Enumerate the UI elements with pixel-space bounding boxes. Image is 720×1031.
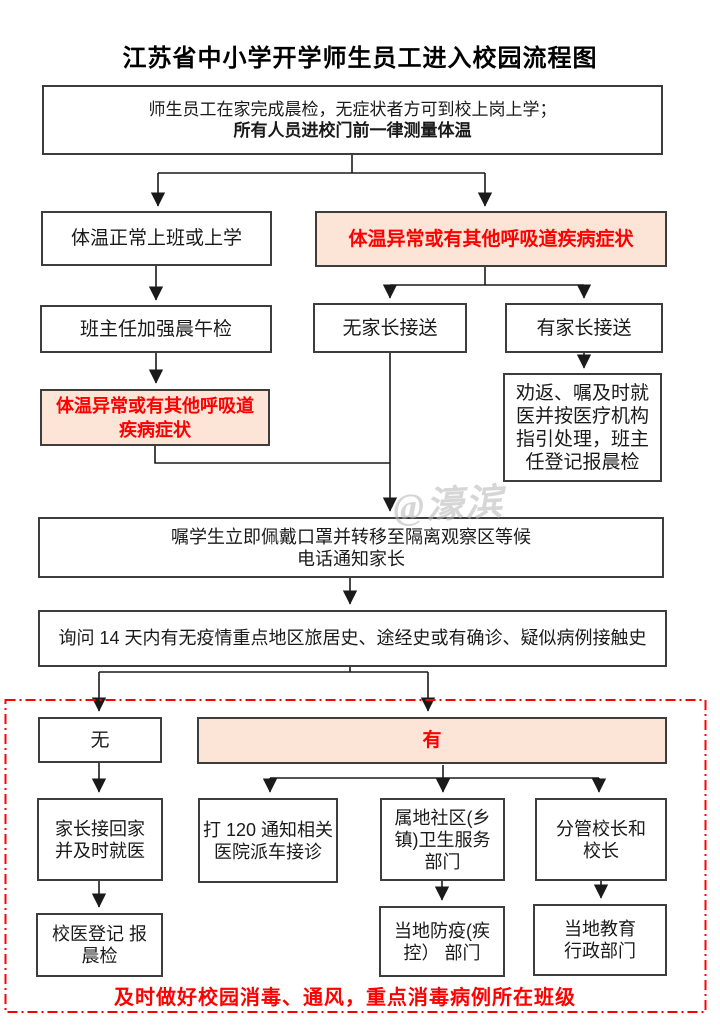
temp-abnormal-2-line-1: 体温异常或有其他呼吸道	[56, 395, 254, 416]
community-health-line-1: 属地社区(乡	[394, 807, 491, 828]
box-parent-pickup: 有家长接送	[505, 303, 663, 353]
box-temp-abnormal: 体温异常或有其他呼吸道疾病症状	[315, 211, 667, 267]
history-yes-label: 有	[422, 730, 442, 751]
box-vice-principal: 分管校长和 校长	[535, 798, 667, 881]
turn-back-line-2: 医并按医疗机构	[515, 405, 649, 427]
ask-history-label: 询问 14 天内有无疫情重点地区旅居史、途经史或有确诊、疑似病例接触史	[58, 628, 647, 648]
education-admin-line-2: 行政部门	[564, 941, 636, 961]
box-school-doctor-register: 校医登记 报 晨检	[36, 913, 163, 977]
box-history-yes: 有	[197, 717, 667, 764]
vice-principal-line-2: 校长	[583, 840, 619, 861]
history-no-label: 无	[90, 729, 110, 751]
emergency-zone-dashed-border	[4, 699, 707, 1013]
community-health-line-3: 部门	[424, 851, 461, 872]
temp-normal-label: 体温正常上班或上学	[70, 228, 242, 249]
disinfect-note: 及时做好校园消毒、通风，重点消毒病例所在班级	[114, 987, 576, 1009]
parent-take-home-line-1: 家长接回家	[55, 818, 145, 839]
morning-check-line-2: 所有人员进校门前一律测量体温	[233, 121, 472, 140]
box-temp-abnormal-2: 体温异常或有其他呼吸道 疾病症状	[40, 389, 270, 446]
turn-back-line-1: 劝返、嘱及时就	[515, 382, 649, 404]
local-cdc-line-2: 控） 部门	[403, 942, 481, 963]
box-no-parent-pickup: 无家长接送	[313, 303, 467, 353]
box-isolate-wait: 嘱学生立即佩戴口罩并转移至隔离观察区等候 电话通知家长	[38, 517, 664, 578]
box-community-health: 属地社区(乡 镇)卫生服务 部门	[380, 798, 505, 881]
connector-merge-left	[154, 446, 390, 464]
teacher-check-label: 班主任加强晨午检	[79, 318, 232, 340]
box-teacher-morning-noon-check: 班主任加强晨午检	[40, 305, 272, 353]
box-call-120: 打 120 通知相关 医院派车接诊	[198, 798, 338, 883]
flowchart-title: 江苏省中小学开学师生员工进入校园流程图	[122, 46, 598, 72]
isolate-wait-line-2: 电话通知家长	[297, 548, 405, 569]
box-local-cdc: 当地防疫(疾 控） 部门	[379, 906, 505, 977]
box-parent-take-home: 家长接回家 并及时就医	[37, 798, 163, 881]
box-education-admin: 当地教育 行政部门	[533, 904, 667, 976]
local-cdc-line-1: 当地防疫(疾	[394, 920, 490, 941]
box-morning-check: 师生员工在家完成晨检，无症状者方可到校上岗上学； 所有人员进校门前一律测量体温	[42, 85, 663, 155]
box-history-no: 无	[38, 717, 162, 763]
school-doctor-line-2: 晨检	[81, 946, 118, 966]
vice-principal-line-1: 分管校长和	[556, 818, 646, 839]
box-ask-history: 询问 14 天内有无疫情重点地区旅居史、途经史或有确诊、疑似病例接触史	[38, 610, 667, 667]
no-parent-pickup-label: 无家长接送	[342, 317, 438, 339]
box-temp-normal: 体温正常上班或上学	[41, 211, 272, 266]
school-doctor-line-1: 校医登记 报	[51, 924, 147, 944]
temp-abnormal-2-line-2: 疾病症状	[119, 419, 191, 440]
box-turn-back: 劝返、嘱及时就 医并按医疗机构 指引处理，班主 任登记报晨检	[503, 373, 662, 482]
turn-back-line-3: 指引处理，班主	[515, 428, 649, 450]
morning-check-line-1: 师生员工在家完成晨检，无症状者方可到校上岗上学；	[148, 100, 557, 119]
community-health-line-2: 镇)卫生服务	[394, 829, 491, 850]
call-120-line-2: 医院派车接诊	[214, 841, 322, 862]
call-120-line-1: 打 120 通知相关	[202, 819, 334, 840]
isolate-wait-line-1: 嘱学生立即佩戴口罩并转移至隔离观察区等候	[171, 526, 531, 547]
education-admin-line-1: 当地教育	[564, 919, 636, 939]
parent-take-home-line-2: 并及时就医	[55, 840, 145, 861]
turn-back-line-4: 任登记报晨检	[525, 451, 640, 473]
temp-abnormal-label: 体温异常或有其他呼吸道疾病症状	[348, 228, 634, 250]
parent-pickup-label: 有家长接送	[536, 317, 632, 339]
